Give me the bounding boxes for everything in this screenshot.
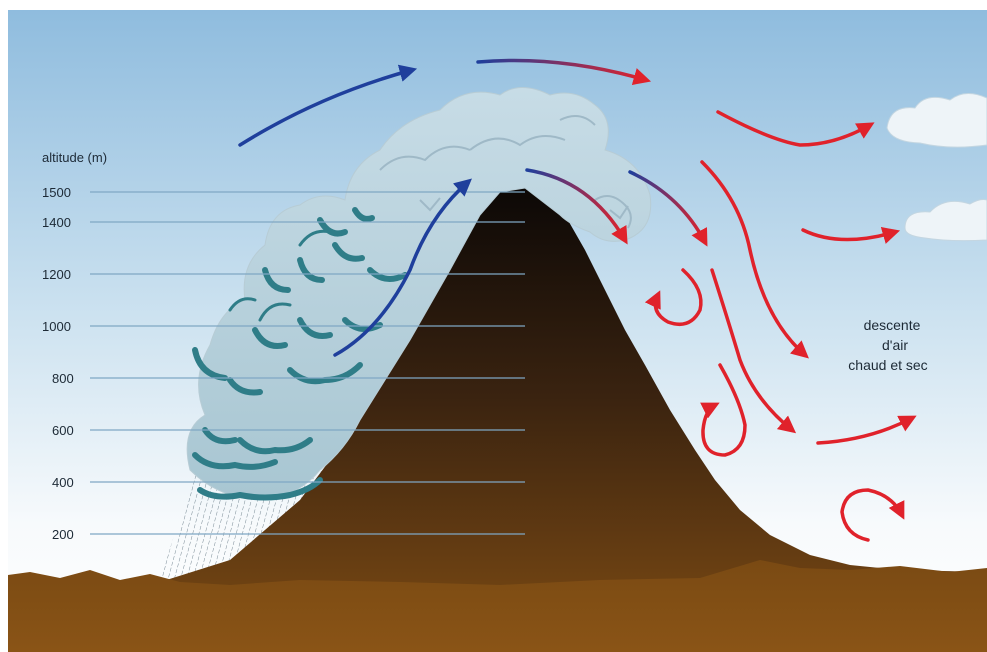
descending-air-arrow bbox=[700, 160, 809, 359]
altitude-tick-label: 400 bbox=[52, 475, 74, 490]
descending-air-arrow bbox=[710, 268, 797, 434]
altitude-tick-label: 1000 bbox=[42, 319, 71, 334]
rising-air-arrows bbox=[238, 58, 708, 357]
altitude-tick-label: 200 bbox=[52, 527, 74, 542]
descending-air-arrow bbox=[716, 110, 875, 147]
altitude-lines bbox=[90, 191, 525, 535]
orographic-cloud bbox=[186, 87, 652, 501]
eddy-arrow bbox=[700, 363, 747, 457]
crossing-air-arrow bbox=[628, 170, 708, 247]
rising-air-arrow bbox=[333, 178, 472, 357]
altitude-tick-label: 600 bbox=[52, 423, 74, 438]
descending-air-arrow bbox=[801, 227, 901, 244]
annotation-line-3: chaud et sec bbox=[848, 357, 927, 373]
descending-air-arrow bbox=[816, 415, 917, 445]
crossing-air-arrow bbox=[476, 58, 652, 85]
descending-air-arrows bbox=[644, 110, 917, 542]
eddy-arrow bbox=[644, 268, 703, 326]
distant-cloud-lower bbox=[904, 199, 987, 242]
altitude-tick-label: 800 bbox=[52, 371, 74, 386]
altitude-tick-label: 1200 bbox=[42, 267, 71, 282]
altitude-tick-label: 1400 bbox=[42, 215, 71, 230]
altitude-tick-label: 1500 bbox=[42, 185, 71, 200]
annotation-line-1: descente bbox=[864, 317, 921, 333]
mountain bbox=[160, 188, 987, 652]
altitude-axis-title: altitude (m) bbox=[42, 150, 107, 165]
crossing-air-arrow bbox=[525, 168, 628, 245]
annotation-line-2: d'air bbox=[882, 337, 908, 353]
distant-cloud-upper bbox=[886, 93, 987, 148]
ground bbox=[8, 560, 987, 652]
eddy-arrow bbox=[840, 488, 905, 542]
rising-air-arrow bbox=[238, 64, 418, 147]
